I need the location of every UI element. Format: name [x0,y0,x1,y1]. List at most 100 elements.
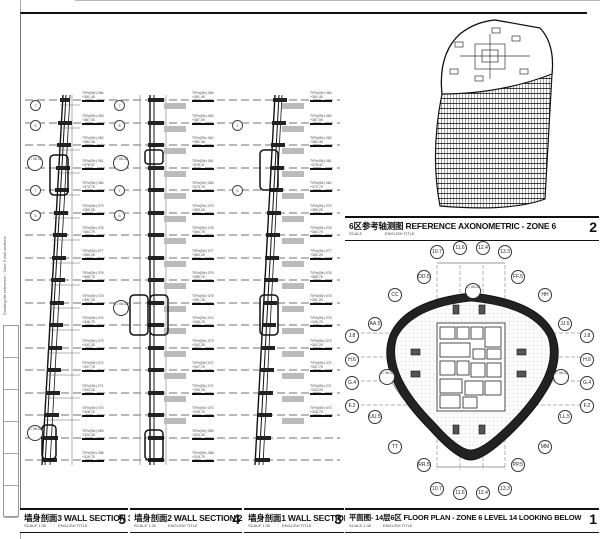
level-label: T/Fin(Str) 061+378.47 [310,159,332,170]
grid-bubble: MM [538,440,552,454]
grid-bubble: 10.7 [430,482,444,496]
level-label: T/Fin(Str) 075+351.25 [310,294,332,305]
drawing-sheet [20,12,587,528]
level-label: T/Fin(Str) 077+360.25 [192,249,214,260]
grid-bubble: 11.6 [453,486,467,500]
detail-callout[interactable]: 1 / 06.02 [27,155,43,171]
level-label: T/Fin(Str) 073+342.25 [310,339,332,350]
grid-bubble: 13.3 [498,245,512,259]
view-number: 5 [118,511,126,527]
level-label: T/Fin(Str) 069+324.25 [192,429,214,440]
level-label: T/Fin(Str) 071+333.25 [82,384,104,395]
view-scale: SCALE 1:30 [134,523,157,528]
view-scale: SCALE 1:30 [248,523,271,528]
level-label: T/Fin(Str) 061+378.47 [82,159,104,170]
view-title-prefix: 6区参考轴测图 [349,221,404,231]
level-label: T/Fin(Str) 070+328.75 [82,406,104,417]
grid-bubble: LL.5 [558,410,572,424]
level-label: T/Fin(Str) 063+387.05 [192,114,214,125]
level-label: T/Fin(Str) 068+319.75 [82,451,104,462]
tag-bubble: 5 [114,120,125,131]
side-file-reference: Drawing file reference - Zone 6 wall sec… [2,236,7,315]
view-scale: SCALE 1:30 [24,523,47,528]
axonometric-drawing [434,19,554,209]
section-marker[interactable]: 4 / 06.02 [379,369,395,385]
detail-callout[interactable]: 1 / 06.02 [27,425,43,441]
level-label: T/Fin(Str) 079+369.25 [310,204,332,215]
view-subtitle: ENGLISH TITLE [282,523,312,528]
level-label: T/Fin(Str) 076+355.75 [310,271,332,282]
view-scale: SCALE [349,231,363,236]
grid-bubble: 10.7 [430,245,444,259]
tag-bubble: 7 [114,185,125,196]
view-title-prefix: 墙身剖面 [248,513,282,523]
view-subtitle: ENGLISH TITLE [385,231,415,236]
level-label: T/Fin(Str) 060+373.75 [310,181,332,192]
level-label: T/Fin(Str) 071+333.25 [310,384,332,395]
grid-bubble: 11.6 [453,241,467,255]
level-label: T/Fin(Str) 077+360.25 [82,249,104,260]
tag-bubble: 7 [30,100,41,111]
grid-bubble: H.6 [580,353,594,367]
view-number: 3 [334,511,342,527]
view-scale: SCALE 1:40 [349,523,372,528]
tag-bubble: 7 [30,185,41,196]
tag-bubble: 5 [30,210,41,221]
level-label: T/Fin(Str) 061+378.47 [192,159,214,170]
level-label: T/Fin(Str) 060+373.75 [82,181,104,192]
wall-sections-drawing [25,95,340,466]
grid-bubble: J.8 [580,329,594,343]
revision-row [4,358,18,390]
section-marker[interactable]: 1 / 06.02 [553,369,569,385]
level-label: T/Fin(Str) 072+337.75 [192,361,214,372]
view-title: 3 WALL SECTION 3 [57,513,133,523]
level-label: T/Fin(Str) 078+364.75 [310,226,332,237]
detail-callout[interactable]: 1 / 06.02 [113,155,129,171]
grid-bubble: J.8 [345,329,359,343]
grid-bubble: PP.5 [511,458,525,472]
view-title: 1 WALL SECTION 1 [281,513,357,523]
wall-section-2-levels: T/Fin(Str) 064+391.45 T/Fin(Str) 063+387… [192,91,292,490]
level-label: T/Fin(Str) 062+382.45 [310,136,332,147]
floor-plan-drawing [355,262,590,470]
level-label: T/Fin(Str) 063+387.05 [310,114,332,125]
grid-bubble: JJ.5 [558,317,572,331]
level-label: T/Fin(Str) 073+342.25 [82,339,104,350]
grid-bubble: AA.5 [368,317,382,331]
wall-section-1-levels: T/Fin(Str) 064+391.45 T/Fin(Str) 063+387… [310,91,344,490]
grid-bubble: DD.5 [417,270,431,284]
grid-bubble: UU.5 [368,410,382,424]
level-label: T/Fin(Str) 078+364.75 [82,226,104,237]
view-subtitle: ENGLISH TITLE [383,523,413,528]
level-label: T/Fin(Str) 064+391.45 [310,91,332,102]
section-marker[interactable]: 1 / 06.02 [465,283,481,299]
level-label: T/Fin(Str) 070+328.75 [310,406,332,417]
level-label: T/Fin(Str) 062+382.45 [192,136,214,147]
tag-bubble: 7 [114,100,125,111]
level-label: T/Fin(Str) 074+346.75 [192,316,214,327]
level-label: T/Fin(Str) 062+382.45 [82,136,104,147]
grid-bubble: RR.5 [417,458,431,472]
wall-section-3-levels: T/Fin(Str) 064+391.45 T/Fin(Str) 063+387… [82,91,182,490]
view-title-prefix: 墙身剖面 [24,513,58,523]
level-label: T/Fin(Str) 060+373.75 [192,181,214,192]
view-title: - 14层6区 FLOOR PLAN - ZONE 6 LEVEL 14 LOO… [370,513,582,522]
grid-bubble: 13.3 [498,482,512,496]
level-label: T/Fin(Str) 071+333.25 [192,384,214,395]
view-number: 4 [232,511,240,527]
grid-bubble: FF.5 [511,270,525,284]
tag-bubble: 5 [114,210,125,221]
view-number: 1 [589,511,597,527]
tag-bubble: 5 [232,185,243,196]
view-subtitle: ENGLISH TITLE [58,523,88,528]
level-label: T/Fin(Str) 077+360.25 [310,249,332,260]
tag-bubble: 7 [232,120,243,131]
view-title-prefix: 平面图 [349,513,371,522]
level-label: T/Fin(Str) 075+351.25 [192,294,214,305]
grid-bubble: CC [388,288,402,302]
grid-bubble: TT [388,440,402,454]
revision-row [4,326,18,358]
detail-callout[interactable]: 1 / 06.02 [113,300,129,316]
view-subtitle: ENGLISH TITLE [168,523,198,528]
view-title: 2 WALL SECTION 2 [167,513,243,523]
